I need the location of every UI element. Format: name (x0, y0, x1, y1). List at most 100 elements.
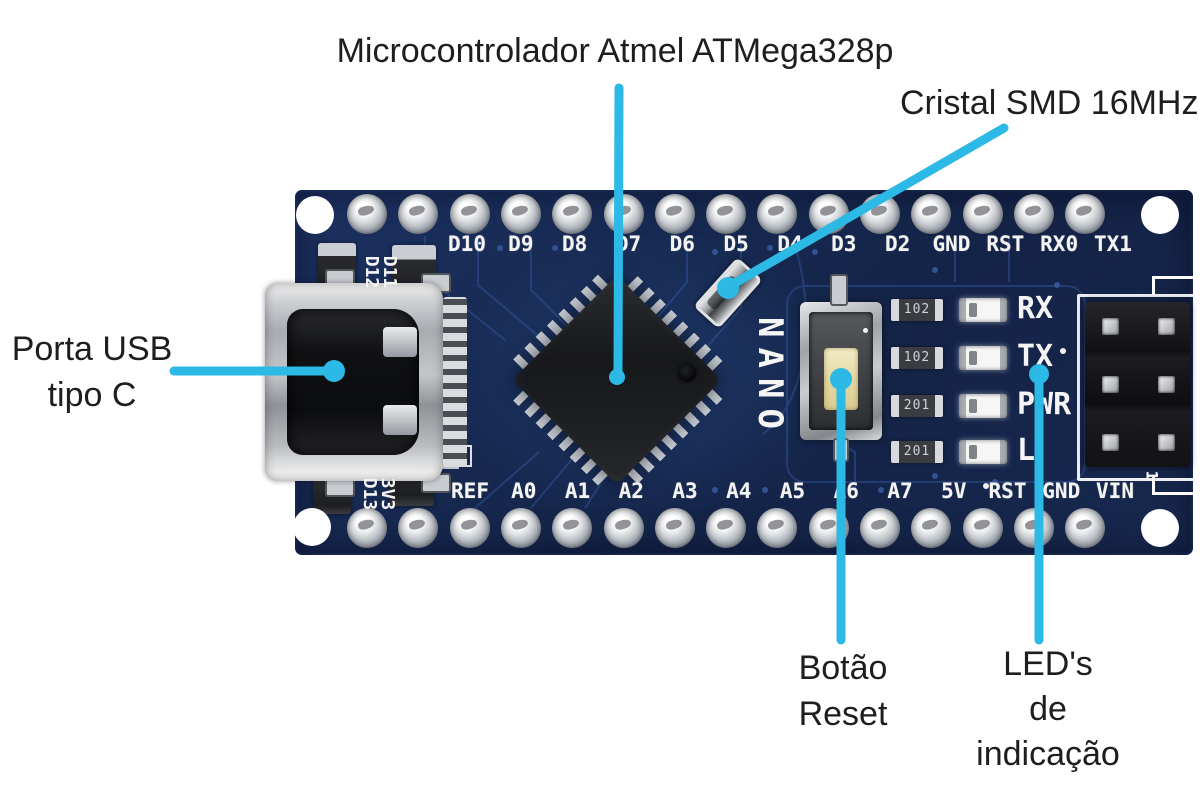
pin-pad (449, 508, 490, 548)
pin-pad (1013, 194, 1054, 234)
pin-pad (654, 194, 695, 234)
smd-resistor: 201 (891, 441, 943, 463)
smd-led (959, 394, 1007, 418)
usb-port-callout-line2: tipo C (47, 376, 137, 414)
pin-label-vin: VIN (1096, 479, 1134, 503)
pin-label-d4: D4 (777, 232, 803, 256)
pin-label-a5: A5 (779, 479, 806, 503)
resistor-marking: 201 (903, 444, 931, 459)
icsp-pin (1102, 376, 1119, 393)
pin-pad (552, 194, 593, 234)
silkscreen-speck (983, 483, 989, 489)
pin-pad (962, 508, 1003, 548)
pin-pad (706, 508, 747, 548)
pin-label-gnd: GND (932, 232, 971, 256)
pin-label-d8: D8 (562, 232, 588, 256)
microcontroller-callout-label: Microcontrolador Atmel ATMega328p (336, 32, 894, 70)
pin-label-d9: D9 (508, 232, 534, 256)
pin-pad (1065, 508, 1106, 548)
resistor-cap (935, 441, 943, 463)
pin-pad (398, 194, 439, 234)
reset-button-leg (833, 438, 849, 462)
usb-c-port (265, 269, 471, 497)
pin-pad (962, 194, 1003, 234)
pin-pad (911, 508, 952, 548)
usb-contact (383, 327, 417, 357)
pin-label-ref: REF (451, 479, 489, 503)
resistor-cap (935, 347, 943, 369)
icsp-header (1085, 302, 1190, 467)
leds-callout-line2: de (1029, 690, 1067, 728)
resistor-marking: 102 (903, 350, 931, 365)
resistor-cap (935, 395, 943, 417)
led-label-l: L (1017, 433, 1036, 468)
smd-resistor: 102 (891, 299, 943, 321)
leds-callout-line1: LED's (1003, 645, 1093, 683)
resistor-marking: 201 (903, 398, 931, 413)
indicator-led-row: 201 PWR (891, 387, 1131, 422)
mounting-hole-bottom-right (1141, 509, 1179, 547)
resistor-cap (891, 299, 899, 321)
led-label-pwr: PWR (1017, 387, 1072, 422)
pin-pad (347, 194, 387, 234)
pin-label-rst: RST (988, 479, 1027, 503)
pin-label-d13: D13 (359, 477, 380, 511)
pin-label-tx1: TX1 (1093, 232, 1132, 256)
icsp-pin (1158, 434, 1175, 451)
pin-label-gnd: GND (1042, 479, 1081, 503)
pin-pad (808, 508, 849, 548)
pin-label-d12: D12 (361, 255, 382, 289)
smd-resistor: 102 (891, 347, 943, 369)
indicator-led-row: 102 RX (891, 291, 1131, 326)
smd-led (959, 346, 1007, 370)
pin-label-3v3: 3V3 (377, 477, 398, 511)
resistor-cap (891, 441, 899, 463)
reset-button-callout-label: Botão Reset (768, 645, 918, 737)
smd-led (959, 440, 1007, 464)
pin-label-a4: A4 (726, 479, 752, 503)
pin-label-d2: D2 (884, 232, 911, 256)
pin-pad (757, 508, 798, 548)
usb-pin-comb (443, 297, 467, 467)
pin-label-5v: 5V (941, 479, 967, 503)
resistor-cap (891, 395, 899, 417)
pin-label-d7: D7 (615, 232, 642, 256)
pin-label-a7: A7 (887, 479, 913, 503)
pin-label-a1: A1 (564, 479, 591, 503)
icsp-pin (1158, 376, 1175, 393)
pin-pad (808, 194, 849, 234)
mounting-hole-top-right (1141, 196, 1179, 234)
pin-pad (603, 194, 644, 234)
pin-pad (1013, 508, 1054, 548)
indicator-led-row: 201 L (891, 433, 1131, 468)
pin-label-rst: RST (986, 232, 1025, 256)
pin-pad (347, 508, 387, 548)
pin-pad (449, 194, 490, 234)
reset-button-leg (830, 274, 848, 306)
led-label-rx: RX (1017, 291, 1054, 326)
usb-port-callout-line1: Porta USB (11, 330, 173, 368)
pin-label-d11: D11 (379, 255, 400, 289)
pin-pad (860, 508, 900, 548)
pin-pad (398, 508, 439, 548)
icsp-silkscreen-outline (1077, 294, 1200, 481)
reset-callout-line2: Reset (798, 695, 888, 733)
usb-contact (383, 405, 417, 435)
icsp-pin (1102, 434, 1119, 451)
icsp-silkscreen-bracket (1152, 476, 1195, 495)
pin-label-d3: D3 (831, 232, 857, 256)
pin-pad (1065, 194, 1106, 234)
pin-label-d5: D5 (723, 232, 749, 256)
resistor-cap (891, 347, 899, 369)
pin-pad (500, 508, 541, 548)
pin-label-a3: A3 (672, 479, 698, 503)
usb-port-callout-label: Porta USB tipo C (0, 326, 184, 418)
reset-button-cap (824, 348, 858, 410)
chip-pin1-dot (678, 364, 696, 382)
pin-label-d10: D10 (448, 232, 486, 256)
pin-label-a6: A6 (833, 479, 859, 503)
pin-pad (603, 508, 644, 548)
silkscreen-speck (863, 328, 868, 333)
icsp-silkscreen-bracket (1152, 276, 1195, 295)
